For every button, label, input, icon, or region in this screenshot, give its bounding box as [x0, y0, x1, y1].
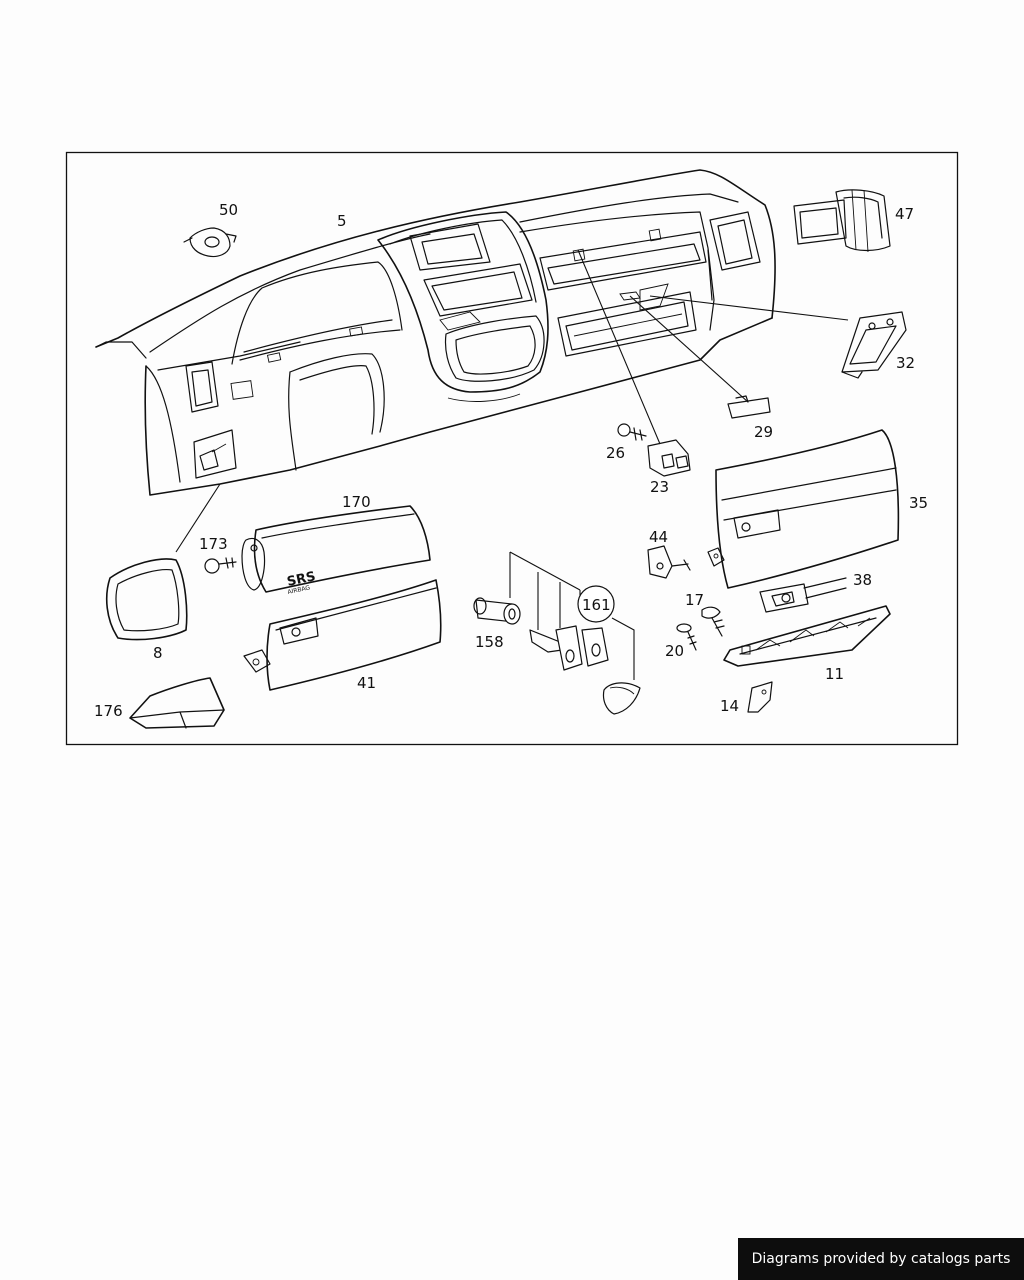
- part-number-35: 35: [909, 494, 928, 512]
- leader-lines: [175, 249, 849, 680]
- part-number-14: 14: [720, 697, 739, 715]
- part-170-airbag-module-drawing: SRS AIRBAG: [241, 505, 431, 596]
- part-44-hinge-drawing: [647, 545, 691, 579]
- part-20-screw-drawing: [676, 623, 697, 651]
- part-23-hinge-drawing: [647, 439, 691, 477]
- part-number-29: 29: [754, 423, 773, 441]
- part-number-47: 47: [895, 205, 914, 223]
- part-14-clip-drawing: [747, 681, 773, 713]
- part-number-8: 8: [153, 644, 163, 662]
- part-number-158: 158: [475, 633, 504, 651]
- airbag-sub-label: AIRBAG: [287, 584, 311, 596]
- part-176-block-drawing: [129, 677, 225, 729]
- part-8-cover-drawing: [105, 558, 188, 641]
- part-161-keys-drawing: [529, 625, 641, 715]
- part-number-161: 161: [582, 596, 611, 614]
- part-number-41: 41: [357, 674, 376, 692]
- part-number-50: 50: [219, 201, 238, 219]
- part-number-32: 32: [896, 354, 915, 372]
- dashboard-panel: [95, 169, 776, 496]
- part-number-170: 170: [342, 493, 371, 511]
- part-35-glovebox-lid-drawing: [707, 429, 900, 589]
- airbag-srs-label: SRS: [286, 569, 317, 590]
- part-number-20: 20: [665, 642, 684, 660]
- callout-circle-161: [577, 585, 615, 623]
- part-number-17: 17: [685, 591, 704, 609]
- diagram-frame: [65, 151, 959, 746]
- part-26-screw-drawing: [617, 423, 647, 441]
- part-32-bracket-drawing: [841, 311, 907, 379]
- part-number-11: 11: [825, 665, 844, 683]
- part-number-44: 44: [649, 528, 668, 546]
- footer-credit-badge: Diagrams provided by catalogs parts: [738, 1238, 1024, 1280]
- part-number-26: 26: [606, 444, 625, 462]
- part-173-bolt-drawing: [204, 557, 237, 574]
- part-number-176: 176: [94, 702, 123, 720]
- part-29-clip-drawing: [727, 395, 771, 419]
- part-number-173: 173: [199, 535, 228, 553]
- part-number-labels: 5 50 47 32 29 26 23 35 170 173 8 176 41 …: [94, 201, 928, 720]
- part-50-clip-drawing: [183, 227, 237, 258]
- part-number-38: 38: [853, 571, 872, 589]
- part-11-rail-drawing: [723, 605, 891, 667]
- part-number-5: 5: [337, 212, 347, 230]
- part-47-air-duct-drawing: [793, 189, 891, 253]
- part-38-latch-drawing: [759, 577, 847, 613]
- part-41-glovebox-drawing: [243, 579, 442, 691]
- part-158-lock-drawing: [473, 597, 521, 625]
- part-17-screw-drawing: [701, 606, 725, 637]
- part-number-23: 23: [650, 478, 669, 496]
